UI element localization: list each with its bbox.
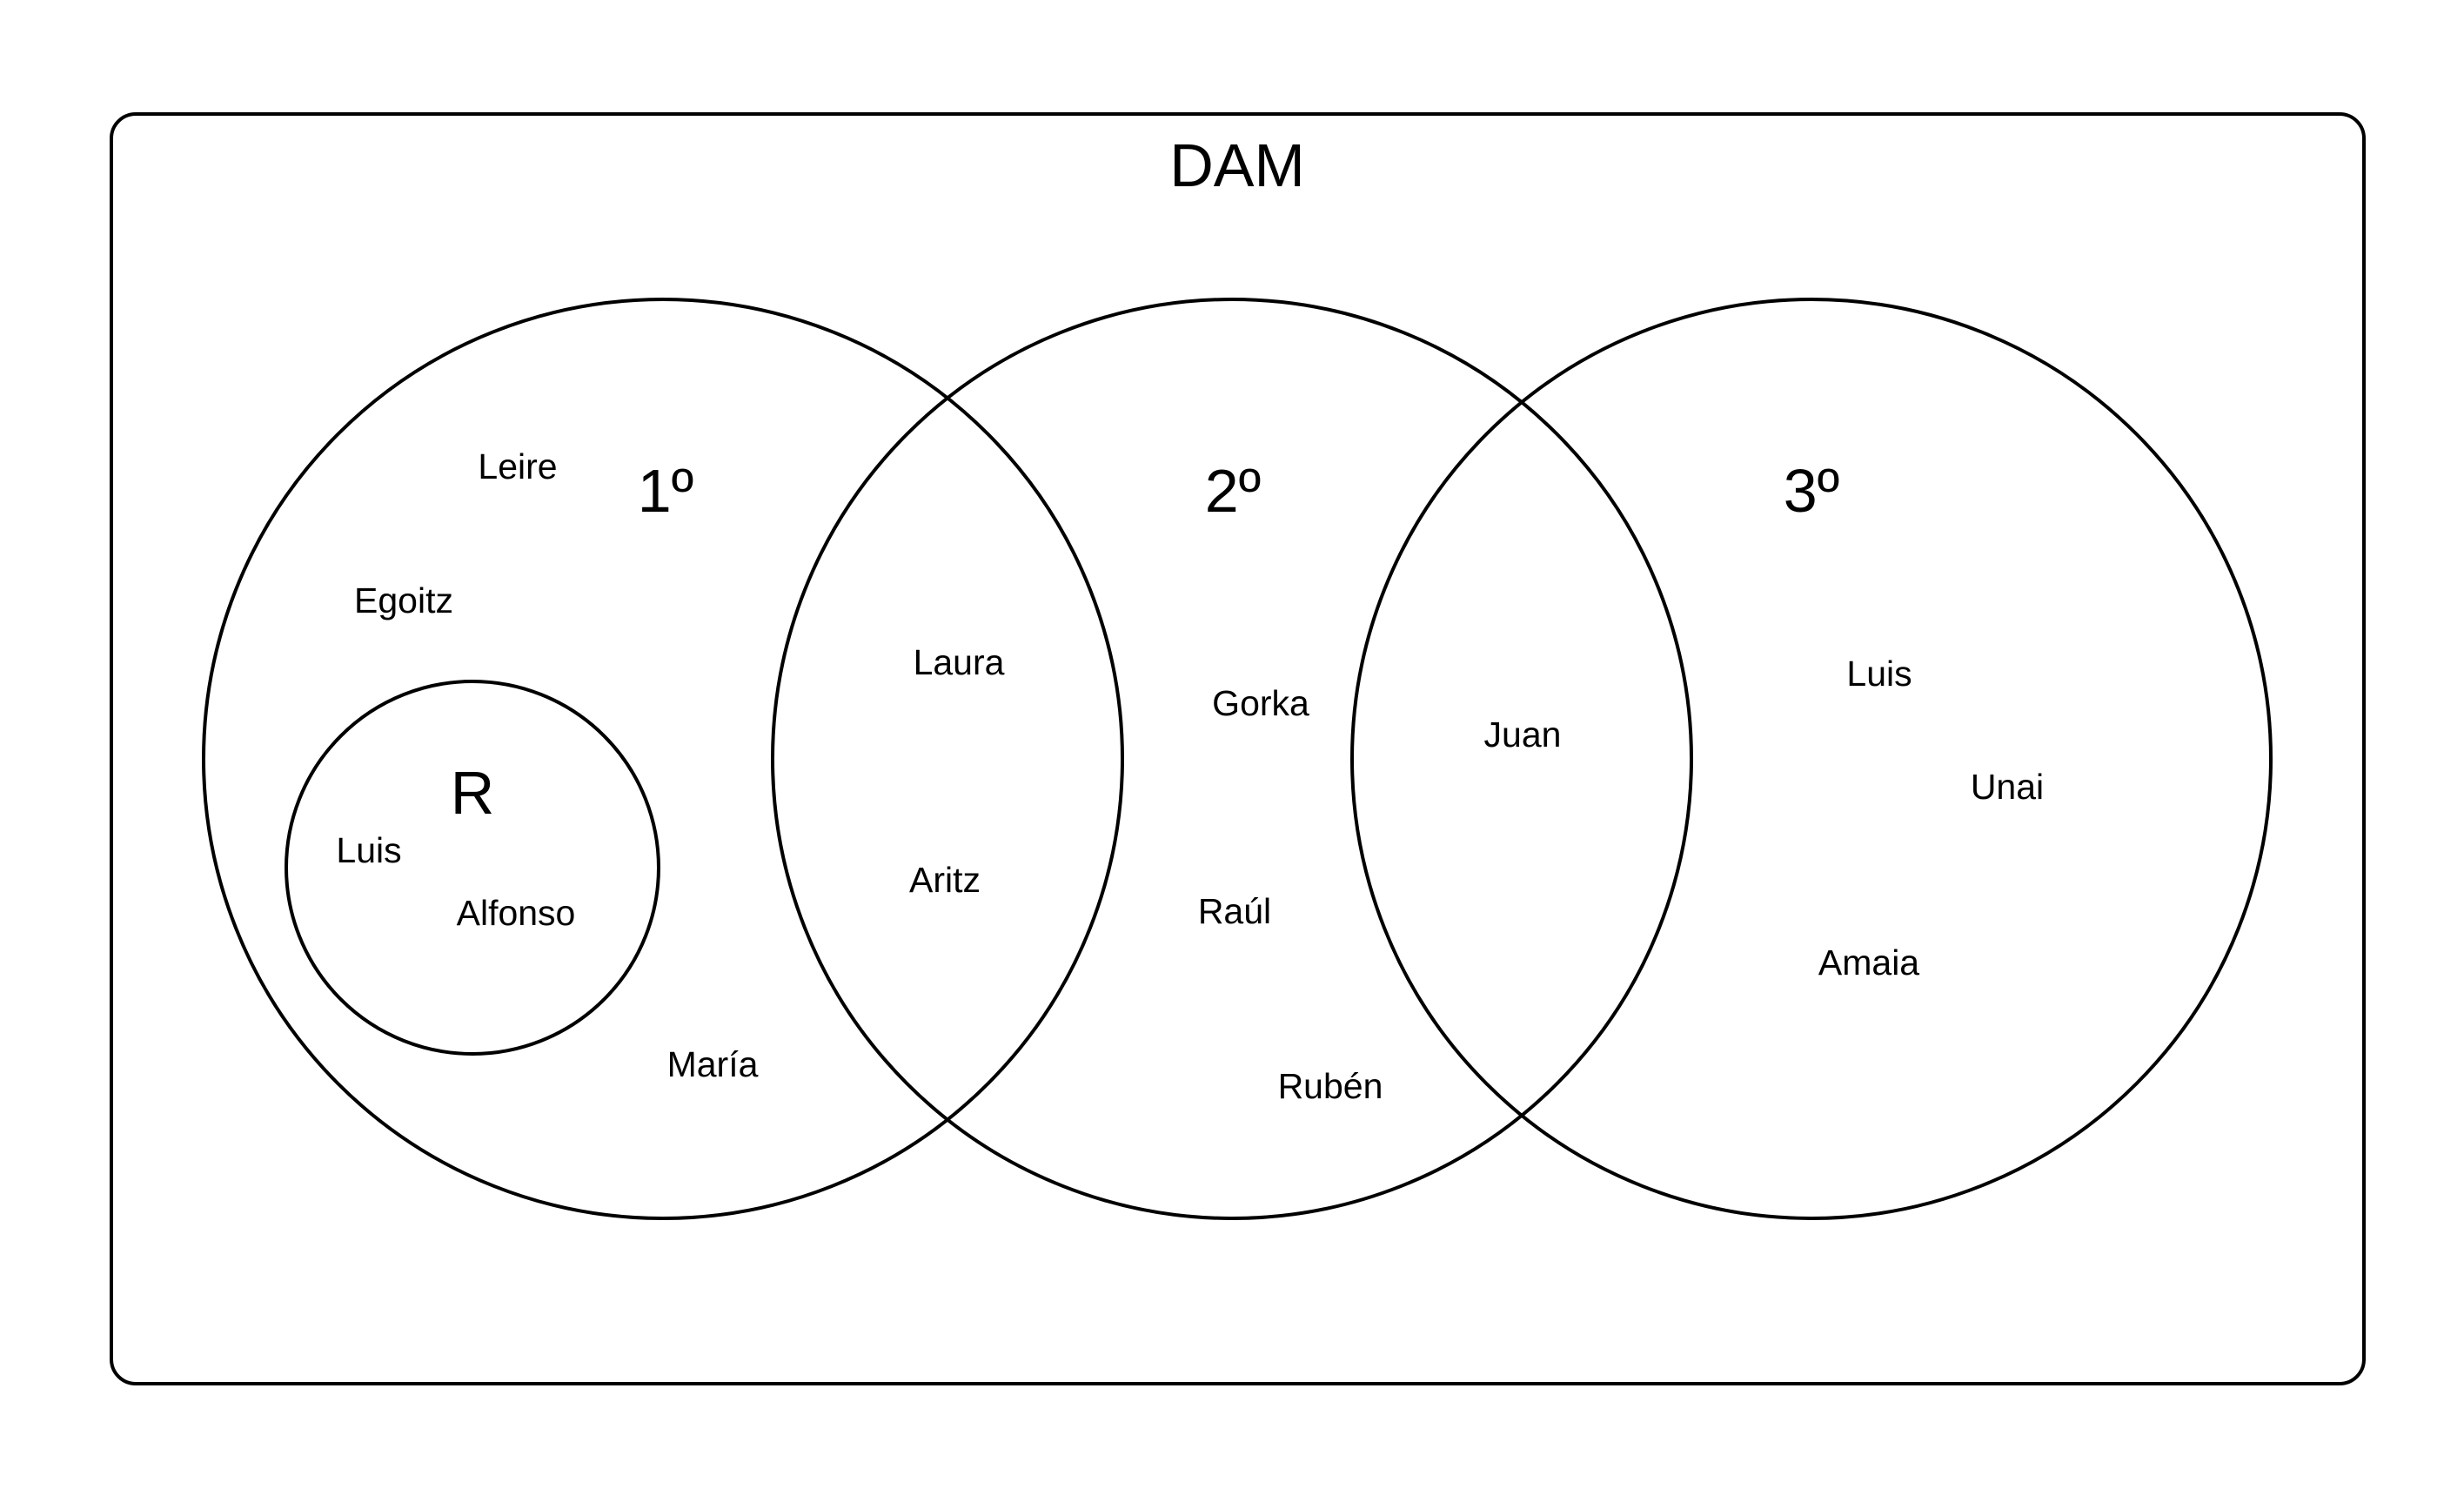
circle-repeaters [285, 680, 660, 1056]
circle-first [202, 298, 1124, 1220]
member-name: Amaia [1818, 942, 1919, 983]
member-name: María [667, 1044, 759, 1084]
member-name: Aritz [909, 860, 981, 900]
member-name: Leire [478, 446, 557, 486]
member-name: Luis [336, 830, 401, 870]
member-name: Juan [1484, 714, 1562, 755]
set-label-repeaters: R [451, 759, 495, 827]
member-name: Gorka [1212, 683, 1309, 723]
member-name: Egoitz [354, 580, 453, 620]
set-label-second: 2º [1205, 457, 1262, 525]
universe-box [110, 112, 2366, 1385]
universe-title: DAM [1169, 131, 1305, 199]
member-name: Luis [1846, 654, 1912, 694]
member-name: Raúl [1198, 891, 1271, 931]
member-name: Alfonso [457, 893, 576, 933]
set-label-third: 3º [1784, 457, 1840, 525]
member-name: Unai [1971, 767, 2044, 807]
member-name: Rubén [1278, 1066, 1383, 1106]
member-name: Laura [914, 642, 1005, 682]
circle-third [1350, 298, 2273, 1220]
set-label-first: 1º [638, 457, 694, 525]
circle-second [771, 298, 1693, 1220]
